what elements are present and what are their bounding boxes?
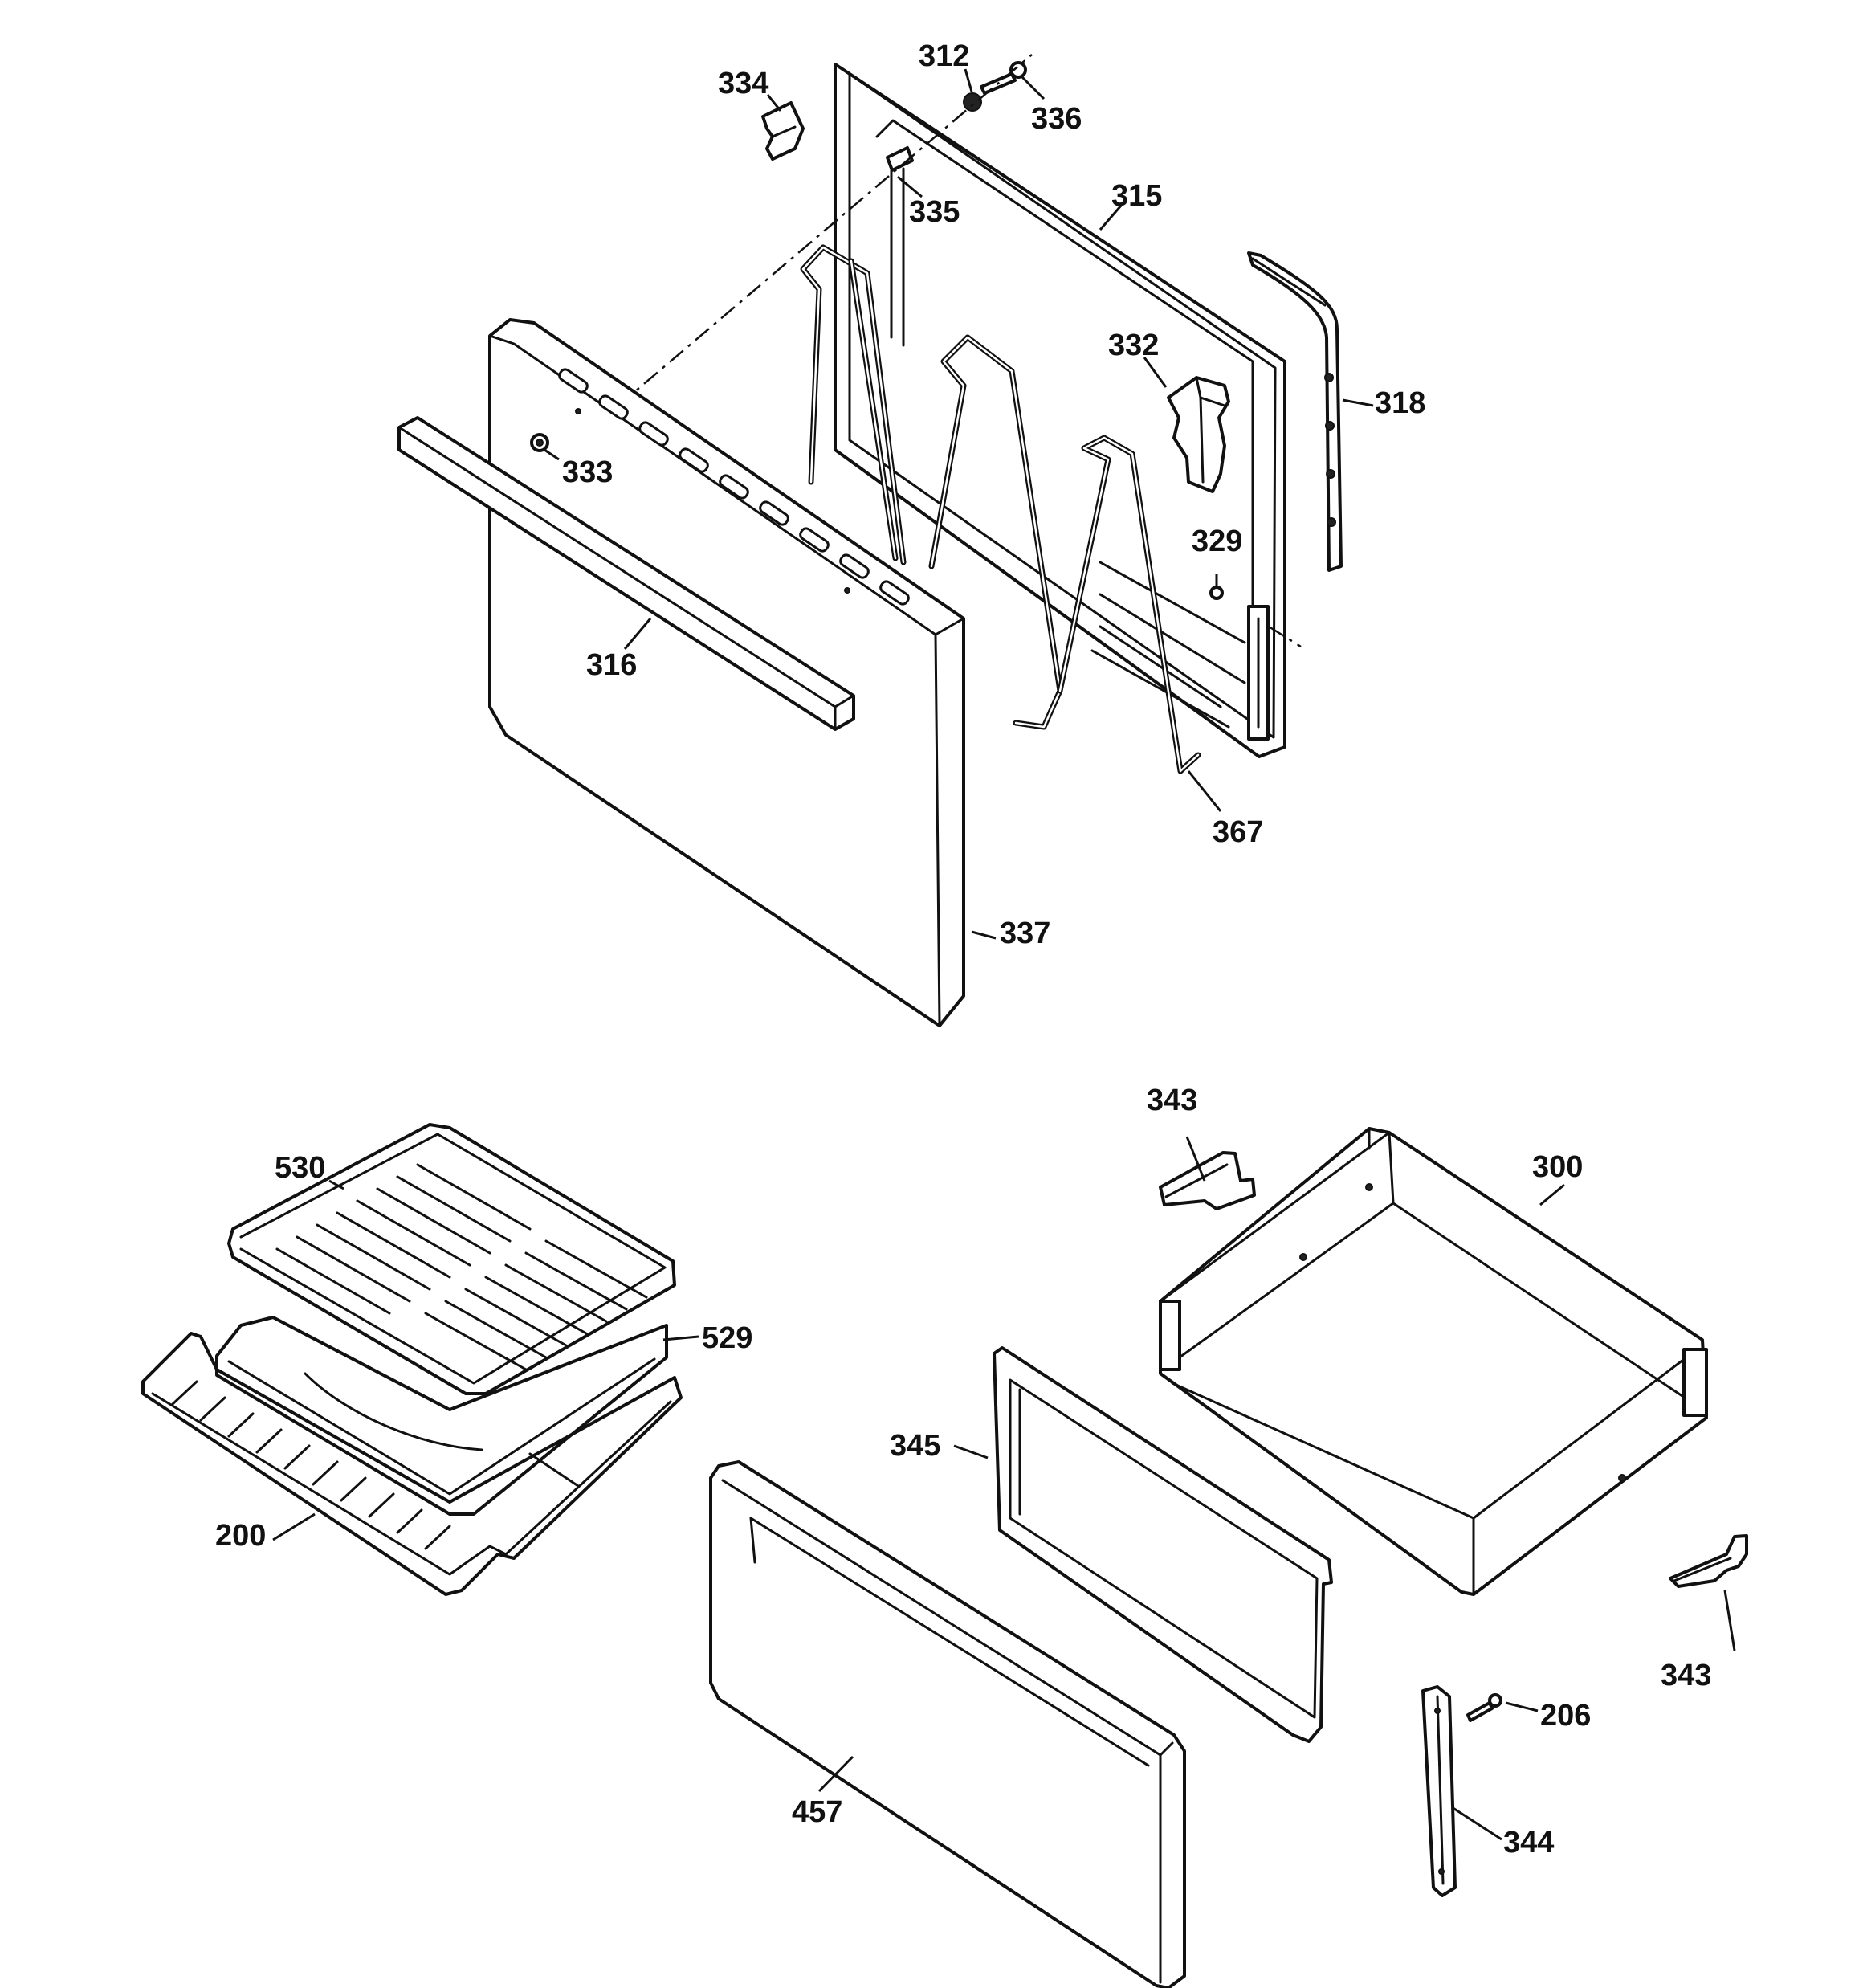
callout-329: 329 bbox=[1192, 525, 1242, 558]
callout-344: 344 bbox=[1503, 1826, 1554, 1859]
door-inner-liner-315 bbox=[834, 63, 1286, 758]
callout-334: 334 bbox=[718, 67, 768, 100]
callout-318: 318 bbox=[1375, 386, 1425, 420]
door-hangers-367 bbox=[800, 244, 1201, 774]
assembly-line-right bbox=[1268, 625, 1302, 648]
drawer-front-457 bbox=[709, 1460, 1186, 1988]
screw-333 bbox=[530, 433, 549, 452]
callout-312: 312 bbox=[919, 39, 969, 73]
washer-312 bbox=[963, 92, 982, 112]
callout-336: 336 bbox=[1031, 102, 1082, 136]
assembly-line bbox=[618, 54, 1033, 406]
door-insulation-332 bbox=[1167, 376, 1230, 493]
callout-530: 530 bbox=[275, 1151, 325, 1185]
callout-529: 529 bbox=[702, 1321, 752, 1355]
spacer-335 bbox=[886, 146, 914, 172]
hinge-receiver-334 bbox=[761, 101, 805, 161]
callout-337: 337 bbox=[1000, 916, 1050, 950]
leader-lines bbox=[272, 68, 1736, 1841]
door-gasket-318 bbox=[1247, 251, 1343, 572]
callout-457: 457 bbox=[792, 1795, 842, 1829]
callout-316: 316 bbox=[586, 648, 637, 682]
drawer-bracket-343-top bbox=[1159, 1151, 1256, 1210]
callout-335: 335 bbox=[909, 195, 960, 229]
drawer-body-300 bbox=[1159, 1127, 1708, 1596]
broiler-grid-530 bbox=[227, 1123, 676, 1395]
drawer-rail-344 bbox=[1421, 1685, 1457, 1897]
callout-labels: 312 334 336 335 315 318 332 333 329 316 … bbox=[215, 39, 1711, 1859]
outer-door-337 bbox=[488, 318, 965, 1027]
callout-300: 300 bbox=[1532, 1150, 1583, 1184]
callout-332: 332 bbox=[1108, 329, 1159, 362]
screw-206 bbox=[1466, 1693, 1502, 1722]
callout-333: 333 bbox=[562, 455, 613, 489]
callout-200: 200 bbox=[215, 1519, 266, 1553]
callout-345: 345 bbox=[890, 1429, 940, 1463]
callout-367: 367 bbox=[1213, 815, 1263, 849]
drawer-bracket-343-bottom bbox=[1669, 1534, 1748, 1588]
drawer-liner-345 bbox=[993, 1346, 1333, 1743]
oven-rack-200 bbox=[141, 1332, 683, 1596]
callout-343-top: 343 bbox=[1147, 1084, 1197, 1117]
callout-315: 315 bbox=[1111, 179, 1162, 213]
door-handle-316 bbox=[397, 416, 855, 731]
callout-343-bottom: 343 bbox=[1661, 1659, 1711, 1692]
callout-206: 206 bbox=[1540, 1699, 1591, 1733]
screw-329 bbox=[1209, 586, 1224, 600]
broiler-pan-529 bbox=[215, 1316, 668, 1516]
screw-336 bbox=[980, 61, 1027, 95]
